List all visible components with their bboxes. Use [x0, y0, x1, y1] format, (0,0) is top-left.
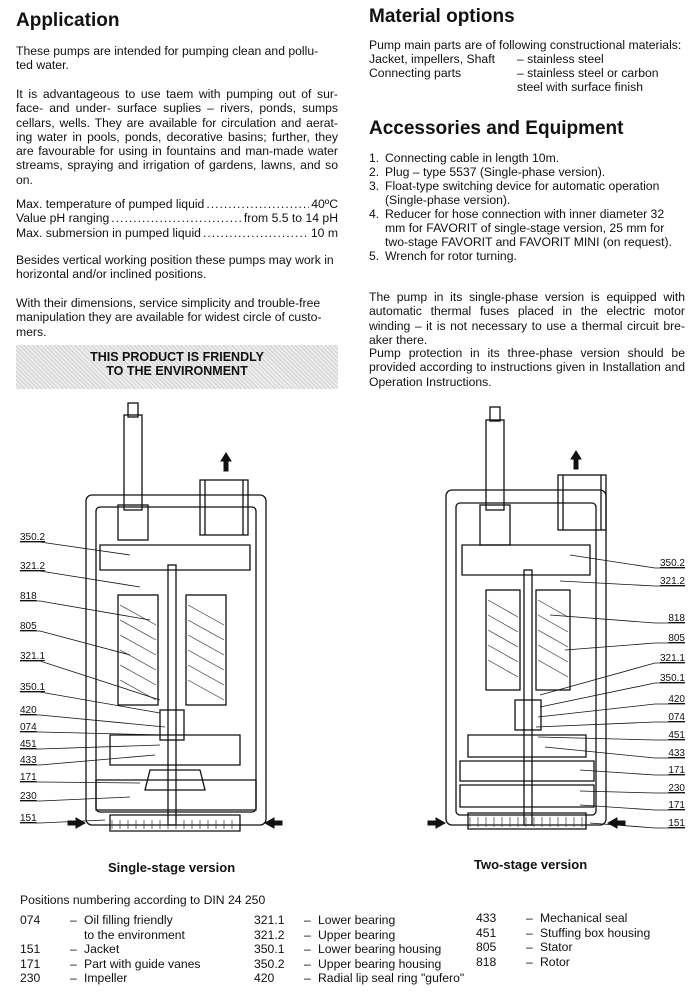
legend-row: 805–Stator: [476, 940, 573, 955]
legend-column-1: 074–Oil filling friendly to the environm…: [20, 913, 201, 986]
accessories-title: Accessories and Equipment: [369, 118, 624, 139]
banner-line-1: THIS PRODUCT IS FRIENDLY: [90, 350, 264, 364]
materials-intro: Pump main parts are of following constru…: [369, 38, 682, 52]
materials-table: Jacket, impellers, Shaft – stainless stee…: [369, 52, 687, 94]
part-label-151: 151: [668, 818, 685, 829]
part-label-805: 805: [20, 621, 37, 632]
banner-line-2: TO THE ENVIRONMENT: [106, 364, 248, 378]
legend-row: 171–Part with guide vanes: [20, 956, 201, 971]
legend-row: 321.1–Lower bearing: [254, 913, 396, 927]
application-paragraph-2: It is advantageous to use taem with pump…: [16, 87, 338, 187]
legend-row: to the environment: [84, 927, 185, 942]
part-label-818: 818: [20, 591, 37, 602]
material-value: – stainless steel: [517, 52, 604, 66]
legend-column-2: 321.1–Lower bearing 321.2–Upper bearing …: [254, 913, 464, 986]
part-label-171: 171: [20, 772, 37, 783]
list-item: 3.Float-type switching device for automa…: [369, 179, 660, 207]
spec-row: Value pH ranging from 5.5 to 14 pH: [16, 211, 338, 225]
material-part: Connecting parts: [369, 66, 462, 80]
part-label-350-1: 350.1: [20, 682, 45, 693]
environment-banner: THIS PRODUCT IS FRIENDLY TO THE ENVIRONM…: [16, 345, 338, 389]
spec-value: 10 m: [310, 225, 338, 240]
material-part: Jacket, impellers, Shaft: [369, 52, 495, 66]
accessories-paragraph-2: Pump protection in its three-phase versi…: [369, 346, 685, 389]
spec-row: Max. submersion in pumped liquid 10 m: [16, 226, 338, 240]
part-label-074: 074: [20, 722, 37, 733]
spec-label: Max. submersion in pumped liquid: [16, 225, 201, 240]
spec-list: Max. temperature of pumped liquid 40ºC Va…: [16, 197, 338, 240]
part-label-230: 230: [20, 791, 37, 802]
part-label-321-2: 321.2: [20, 561, 45, 572]
list-item: 4.Reducer for hose connection with inner…: [369, 207, 672, 249]
part-label-451: 451: [668, 730, 685, 741]
material-value: – stainless steel or carbon steel with s…: [517, 66, 659, 94]
application-paragraph-3: Besides vertical working position these …: [16, 253, 334, 282]
materials-title: Material options: [369, 6, 515, 27]
part-label-433: 433: [20, 755, 37, 766]
spec-row: Max. temperature of pumped liquid 40ºC: [16, 197, 338, 211]
legend-row: 151–Jacket: [20, 942, 120, 957]
part-label-420: 420: [668, 694, 685, 705]
part-label-350-1: 350.1: [660, 673, 685, 684]
spec-value: 40ºC: [311, 197, 338, 211]
legend-row: 074–Oil filling friendly: [20, 913, 173, 927]
spec-value: from 5.5 to 14 pH: [243, 211, 338, 226]
single-stage-drawing: 350.2 321.2 818 805 321.1 350.1 420 074 …: [20, 402, 283, 832]
legend-row: 350.1–Lower bearing housing: [254, 942, 442, 957]
application-paragraph-4: With their dimensions, service simplicit…: [16, 296, 322, 339]
part-label-074: 074: [668, 712, 685, 723]
part-label-321-1: 321.1: [20, 651, 45, 662]
part-label-151: 151: [20, 813, 37, 824]
application-title: Application: [16, 10, 120, 31]
part-label-321-1: 321.1: [660, 653, 685, 664]
legend-column-3: 433–Mechanical seal 451–Stuffing box hou…: [476, 911, 650, 969]
part-label-805: 805: [668, 633, 685, 644]
application-paragraph-1: These pumps are intended for pumping cle…: [16, 44, 319, 73]
spec-label: Value pH ranging: [16, 211, 110, 226]
part-label-171: 171: [668, 765, 685, 776]
legend-row: 420–Radial lip seal ring "gufero": [254, 971, 465, 986]
part-label-321-2: 321.2: [660, 576, 685, 587]
part-label-230: 230: [668, 783, 685, 794]
part-label-350-2: 350.2: [660, 558, 685, 569]
legend-row: 451–Stuffing box housing: [476, 925, 651, 940]
legend-title: Positions numbering according to DIN 24 …: [20, 893, 266, 907]
legend-row: 321.2–Upper bearing: [254, 927, 396, 942]
two-stage-drawing: 350.2 321.2 818 805 321.1 350.1 420 074 …: [427, 406, 685, 830]
part-label-433: 433: [668, 748, 685, 759]
legend-row: 433–Mechanical seal: [476, 911, 628, 925]
part-label-420: 420: [20, 705, 37, 716]
list-item: 1.Connecting cable in length 10m.: [369, 151, 560, 165]
single-stage-caption: Single-stage version: [108, 860, 236, 875]
accessories-paragraph-1: The pump in its single-phase version is …: [369, 290, 685, 347]
list-item: 2.Plug – type 5537 (Single-phase version…: [369, 165, 606, 179]
part-label-818: 818: [668, 613, 685, 624]
legend-row: 230–Impeller: [20, 971, 128, 986]
part-label-350-2: 350.2: [20, 532, 45, 543]
part-label-451: 451: [20, 739, 37, 750]
part-label-171: 171: [668, 800, 685, 811]
legend-row: 818–Rotor: [476, 954, 570, 969]
legend-row: 350.2–Upper bearing housing: [254, 956, 442, 971]
accessories-list: 1.Connecting cable in length 10m. 2.Plug…: [369, 151, 687, 263]
list-item: 5.Wrench for rotor turning.: [369, 249, 517, 263]
spec-label: Max. temperature of pumped liquid: [16, 197, 205, 211]
two-stage-caption: Two-stage version: [474, 857, 588, 872]
